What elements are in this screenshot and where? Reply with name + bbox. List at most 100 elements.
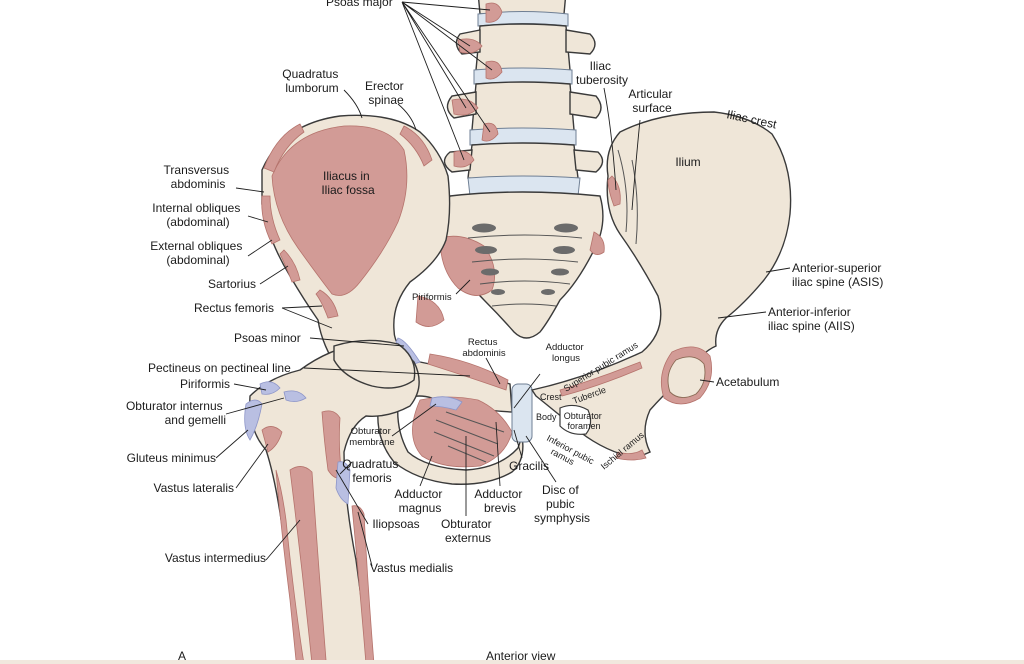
leader-iliopsoas [335,469,369,525]
superior-ramus-accent [559,361,643,397]
label-external-obliques: External obliques (abdominal) [150,239,245,267]
leader-piriformis-sacrum [455,279,471,295]
label-obturator-internus: Obturator internus and gemelli [126,399,226,427]
iliac-crest-muscles [261,195,281,245]
iliacus-area [271,125,408,296]
label-rectus-femoris: Rectus femoris [194,301,274,315]
obturator-foramen [559,404,592,435]
label-crest: Crest [540,392,562,402]
labels: Psoas major Quadratus lumborum Erector s… [126,0,885,663]
sacral-foramen [491,289,505,295]
vertebra-body [467,142,579,182]
quadratus-femoris-insertion [335,461,351,505]
label-aiis: Anterior-inferior iliac spine (AIIS) [768,305,855,333]
leader-psoas-major [401,1,493,161]
label-iliopsoas: Iliopsoas [372,517,419,531]
label-piriformis-femur: Piriformis [180,377,230,391]
sacral-foramen [481,268,499,276]
leader-obturator-membrane [391,403,437,437]
leader-internal-obliques [247,215,269,223]
leader-gluteus-minimus [215,429,249,459]
label-pectineus: Pectineus on pectineal line [148,361,291,375]
label-gluteus-minimus: Gluteus minimus [127,451,216,465]
leader-adductor-longus [513,373,541,409]
label-adductor-magnus: Adductor magnus [394,487,445,515]
leader-adductor-brevis [495,421,501,487]
label-obturator-membrane: Obturator membrane [349,426,394,448]
label-disc-pubic-symphysis: Disc of pubic symphysis [534,483,590,525]
label-iliac-tuberosity: Iliac tuberosity [576,59,628,87]
leader-articular-surface [631,119,641,211]
erector-spinae-origin [399,125,433,167]
label-body: Body [536,412,557,422]
psoas-major-origin [481,122,499,142]
rectus-femoris-origin [315,289,339,319]
label-sartorius: Sartorius [208,277,256,291]
obturator-membrane [429,396,463,411]
label-ilium: Ilium [675,155,700,169]
transverse-process [569,91,602,119]
label-adductor-longus: Adductor longus [546,342,587,364]
leader-quadratus-femoris [339,461,353,475]
femoral-head [333,339,416,389]
label-obturator-foramen: Obturator foramen [564,411,605,431]
leader-aiis [717,311,767,319]
label-vastus-medialis: Vastus medialis [370,561,453,575]
piriformis-anterior [415,295,445,327]
label-quadratus-femoris: Quadratus femoris [342,457,401,485]
leader-iliac-tuberosity [603,87,617,191]
label-asis: Anterior-superior iliac spine (ASIS) [792,261,885,289]
transverse-process [565,29,596,55]
leader-obturator-internus [225,397,285,415]
sacral-ridge [467,234,583,307]
leader-vastus-intermedius [265,519,301,561]
sacral-foramen [541,289,555,295]
sacral-foramen [553,246,575,254]
leader-rectus-femoris [281,305,333,329]
leader-erector-spinae [397,103,417,131]
psoas-major-origin [485,2,503,23]
label-psoas-major: Psoas major [326,0,393,9]
leader-pectineus [303,367,471,377]
leader-psoas-minor [309,337,405,347]
leader-quadratus-lumborum [343,89,363,119]
leader-vastus-lateralis [235,443,269,489]
femur-lateral-strip [275,469,305,664]
label-obturator-externus: Obturator externus [441,517,495,545]
articular-surface-outline [617,149,638,245]
piriformis-origin-sacrum [589,231,605,255]
label-psoas-minor: Psoas minor [234,331,301,345]
label-piriformis-sacrum: Piriformis [412,292,452,303]
label-erector-spinae: Erector spinae [365,79,407,107]
leader-disc-pubic-symphysis [525,435,557,483]
panel-letter: A [178,649,186,663]
left-hip-bone [530,111,792,461]
leader-rectus-abdominis [485,357,501,385]
leader-adductor-magnus [419,455,433,487]
label-gracilis: Gracilis [509,459,549,473]
gluteus-minimus-insertion [244,399,263,441]
sartorius-origin [279,249,301,283]
femur [244,339,420,664]
sacrum [439,191,605,339]
obturator-externus-area [412,396,513,468]
sacral-foramen [554,223,578,233]
leader-acetabulum [699,379,715,383]
piriformis-insertion [259,381,281,395]
label-transversus-abdominis: Transversus abdominis [164,163,233,191]
label-articular-surface: Articular surface [628,87,675,115]
label-internal-obliques: Internal obliques (abdominal) [152,201,243,229]
leader-external-obliques [247,239,273,257]
vastus-intermedius-origin [289,466,327,664]
bottom-bar [0,660,1024,664]
leader-sartorius [259,265,289,285]
leader-piriformis-femur [233,383,267,391]
sacral-foramen [551,268,569,276]
right-hip-bone [261,114,524,485]
transverse-process [573,149,604,173]
pubic-symphysis-disc [511,383,533,443]
acetabulum-fossa [667,356,706,398]
label-acetabulum: Acetabulum [716,375,779,389]
label-rectus-abdominis: Rectus abdominis [462,337,506,359]
iliac-crest-accent [607,175,621,207]
